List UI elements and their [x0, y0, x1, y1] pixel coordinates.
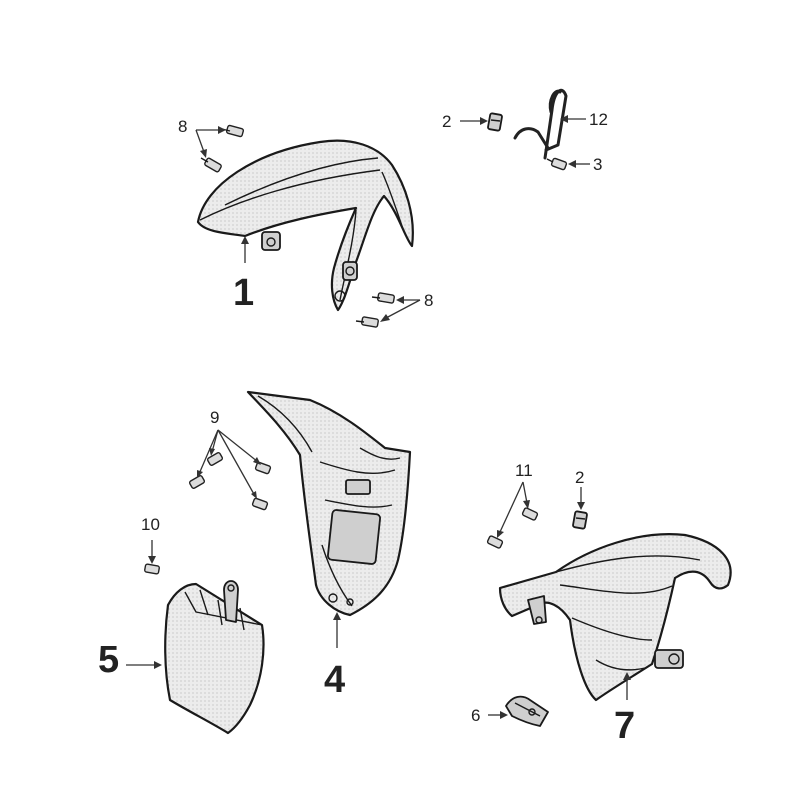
callout-8-bottom: 8 — [380, 291, 433, 322]
callout-2-top: 2 — [442, 112, 488, 131]
label-12: 12 — [589, 110, 608, 129]
screw-8-top-b — [200, 157, 222, 173]
label-7: 7 — [614, 705, 635, 747]
label-2-top: 2 — [442, 112, 451, 131]
label-11: 11 — [515, 461, 533, 480]
callout-3: 3 — [568, 155, 602, 174]
callout-9: 9 — [197, 408, 261, 499]
label-1: 1 — [233, 272, 254, 314]
label-5: 5 — [98, 639, 119, 681]
callout-10: 10 — [141, 515, 160, 564]
part-10-screw — [144, 563, 160, 575]
callout-6: 6 — [471, 706, 508, 725]
screw-9-d — [251, 497, 269, 511]
part-7-rear-mudguard — [498, 533, 732, 702]
label-8-bottom: 8 — [424, 291, 433, 310]
label-8-top: 8 — [178, 117, 187, 136]
screw-11-a — [521, 507, 539, 521]
part-3-screw — [546, 157, 568, 171]
label-9: 9 — [210, 408, 219, 427]
part-5-rear-flap — [164, 580, 265, 735]
label-3: 3 — [593, 155, 602, 174]
part-6-bracket — [505, 695, 549, 727]
callout-8-top: 8 — [178, 117, 226, 158]
label-4: 4 — [324, 659, 345, 701]
label-10: 10 — [141, 515, 160, 534]
callout-11: 11 — [497, 461, 533, 538]
callout-12: 12 — [560, 110, 608, 129]
screw-9-a — [206, 452, 224, 466]
screw-8-bottom-a — [371, 292, 395, 304]
callout-2-bottom: 2 — [575, 468, 585, 510]
label-6: 6 — [471, 706, 480, 725]
label-2-bottom: 2 — [575, 468, 584, 487]
screw-11-b — [486, 535, 504, 549]
screw-8-bottom-b — [355, 316, 379, 328]
screw-9-b — [254, 461, 272, 475]
callout-5: 5 — [98, 639, 162, 681]
callout-4: 4 — [324, 612, 345, 701]
part-12-wire-bracket — [513, 88, 568, 160]
screw-8-top-a — [221, 124, 245, 138]
callout-1: 1 — [233, 236, 254, 314]
part-2-clip-top — [487, 112, 503, 132]
callout-7: 7 — [614, 672, 635, 747]
screw-9-c — [188, 475, 206, 489]
part-1-front-mudguard — [196, 139, 414, 312]
part-2-clip-bottom — [572, 510, 588, 530]
part-4-inner-mudguard — [246, 390, 412, 617]
